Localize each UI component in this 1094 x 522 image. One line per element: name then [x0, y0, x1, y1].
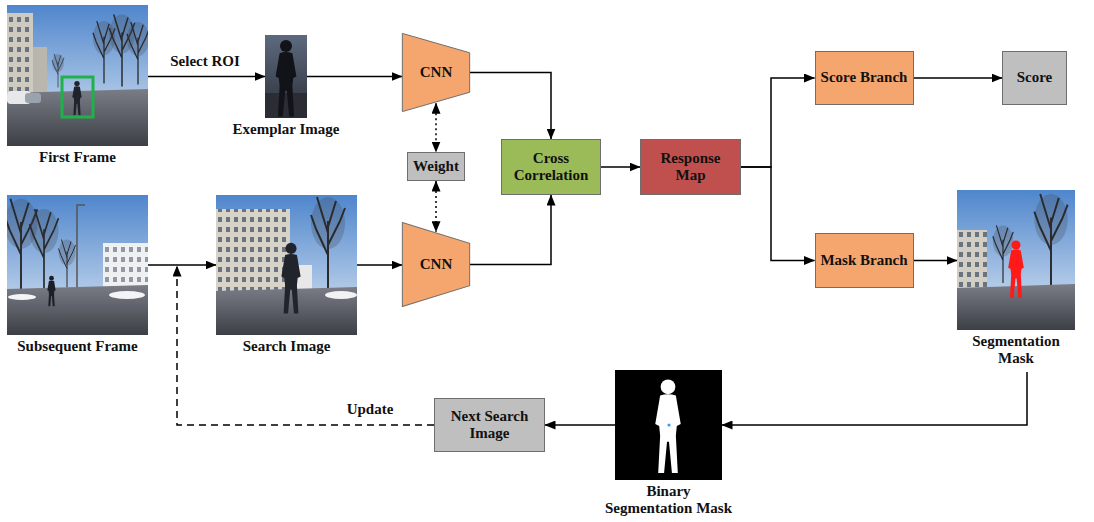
- illustration-detail: [311, 197, 345, 293]
- illustration-detail: [216, 195, 357, 335]
- first-frame-photo: [7, 5, 149, 146]
- process-box: Cross Correlation: [501, 139, 601, 195]
- box-label: Score: [1017, 69, 1053, 86]
- illustration-detail: [8, 294, 36, 300]
- illustration-detail: [62, 77, 93, 117]
- illustration-detail: [276, 40, 297, 116]
- photo-caption: Segmentation Mask: [961, 333, 1071, 366]
- illustration-detail: [25, 93, 41, 103]
- arrow-connector: [470, 73, 551, 140]
- photo-caption: Subsequent Frame: [17, 338, 137, 355]
- photo-frame: Binary Segmentation Mask: [615, 370, 722, 480]
- illustration-detail: [1034, 194, 1067, 288]
- illustration-detail: [265, 93, 307, 118]
- dashed-connector: [177, 266, 434, 425]
- illustration-detail: [615, 370, 722, 480]
- illustration-detail: [127, 22, 149, 84]
- photo-frame: Exemplar Image: [265, 35, 307, 118]
- arrow-connector: [601, 166, 640, 168]
- illustration-detail: [957, 284, 1075, 330]
- illustration-detail: [216, 209, 290, 291]
- trapezoid-shape: [402, 33, 469, 111]
- illustration-detail: [667, 423, 670, 426]
- edge-label: Update: [345, 401, 396, 418]
- box-label: Weight: [413, 158, 459, 175]
- illustration-detail: [655, 379, 680, 473]
- subsequent-frame-photo: [5, 195, 148, 335]
- illustration-detail: [47, 276, 55, 307]
- box-label: Cross Correlation: [506, 150, 596, 185]
- trapezoid-shape: [402, 222, 469, 306]
- illustration-detail: [30, 209, 59, 291]
- arrow-connector: [545, 424, 615, 426]
- arrow-connector: [307, 76, 402, 78]
- illustration-detail: [325, 291, 357, 299]
- output-box: Score: [1002, 51, 1067, 105]
- illustration-detail: [103, 243, 148, 289]
- process-box: Response Map: [640, 139, 741, 195]
- process-box: Next Search Image: [434, 398, 545, 452]
- arrow-connector: [357, 264, 402, 266]
- illustration-detail: [109, 291, 145, 299]
- illustration-detail: [993, 225, 1013, 283]
- box-label: Response Map: [645, 150, 736, 185]
- search-image-photo: [216, 195, 357, 335]
- photo-frame: Search Image: [216, 195, 357, 335]
- illustration-detail: [7, 5, 148, 146]
- illustration-detail: [59, 240, 76, 288]
- exemplar-photo: [265, 35, 307, 118]
- photo-frame: First Frame: [7, 5, 148, 146]
- dashed-connector: [435, 181, 437, 232]
- illustration-detail: [72, 81, 81, 115]
- binary-mask-photo: [615, 370, 722, 480]
- box-label: Score Branch: [821, 69, 908, 86]
- weight-box: Weight: [407, 152, 465, 181]
- photo-caption: First Frame: [39, 149, 116, 166]
- illustration-detail: [1008, 241, 1024, 298]
- arrow-connector: [741, 167, 815, 261]
- photo-caption: Exemplar Image: [233, 121, 340, 138]
- illustration-detail: [216, 209, 290, 291]
- illustration-detail: [33, 47, 47, 95]
- arrow-connector: [470, 195, 551, 265]
- illustration-detail: [957, 190, 1075, 330]
- dashed-connector: [435, 103, 437, 152]
- cnn-encoder: CNN: [402, 33, 470, 112]
- branch-box: Mask Branch: [815, 233, 914, 288]
- illustration-detail: [103, 243, 148, 289]
- segmentation-mask-photo: [957, 190, 1075, 330]
- illustration-detail: [5, 199, 38, 291]
- arrow-connector: [741, 78, 815, 167]
- box-label: Next Search Image: [439, 408, 540, 443]
- connectors: [148, 73, 1027, 426]
- arrow-connector: [148, 264, 216, 266]
- box-label: CNN: [420, 256, 453, 273]
- branch-box: Score Branch: [815, 51, 914, 105]
- illustration-detail: [7, 285, 148, 335]
- arrow-connector: [914, 77, 1003, 79]
- box-label: CNN: [420, 64, 453, 81]
- edge-label: Select ROI: [168, 53, 242, 70]
- photo-frame: Subsequent Frame: [7, 195, 148, 335]
- illustration-detail: [7, 13, 33, 95]
- photo-caption: Search Image: [243, 338, 331, 355]
- arrow-connector: [148, 76, 265, 78]
- photo-caption: Binary Segmentation Mask: [603, 483, 734, 516]
- illustration-detail: [281, 243, 300, 314]
- photo-frame: Segmentation Mask: [957, 190, 1075, 330]
- illustration-detail: [7, 13, 33, 95]
- illustration-detail: [957, 230, 987, 288]
- cnn-encoder: CNN: [402, 222, 470, 307]
- box-label: Mask Branch: [820, 252, 907, 269]
- illustration-detail: [957, 230, 987, 288]
- illustration-detail: [77, 205, 85, 289]
- illustration-detail: [265, 35, 307, 118]
- arrow-connector: [722, 372, 1027, 425]
- arrow-connector: [914, 260, 958, 262]
